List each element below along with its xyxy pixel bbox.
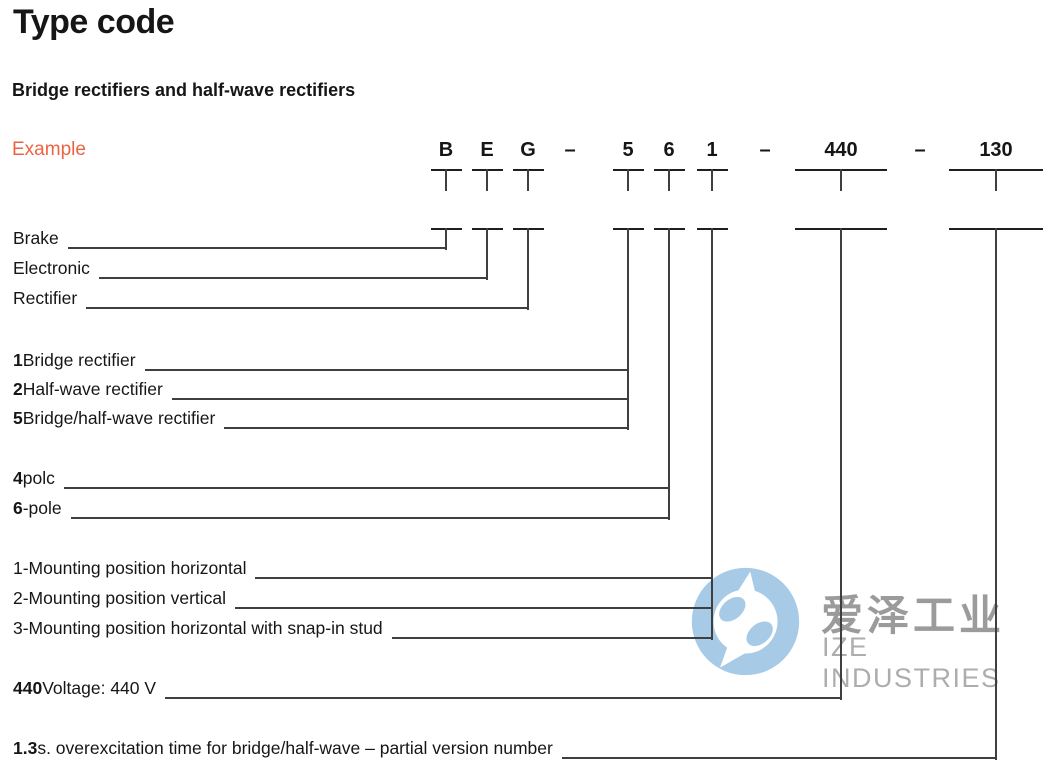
code-token-E: E xyxy=(480,139,494,161)
legend-underline xyxy=(165,697,842,699)
legend-row-5: 2 Half-wave rectifier xyxy=(13,379,629,400)
legend-underline xyxy=(255,577,713,579)
code-token-1: 1 xyxy=(706,139,718,161)
legend-text: 1-Mounting position horizontal xyxy=(13,558,247,578)
tick-stem-E xyxy=(486,169,488,191)
connector-stem-6 xyxy=(668,228,670,520)
tick-stem-6 xyxy=(668,169,670,191)
legend-row-8: 6-pole xyxy=(13,498,670,519)
legend-row-1: Brake xyxy=(13,228,447,249)
connector-stem-440 xyxy=(840,228,842,700)
legend-text: Electronic xyxy=(13,258,90,278)
ize-logo-icon xyxy=(691,567,800,676)
legend-text: -pole xyxy=(22,498,62,518)
legend-text: polc xyxy=(22,468,55,488)
connector-stem-1 xyxy=(711,228,713,640)
legend-underline xyxy=(235,607,713,609)
code-token-d1: – xyxy=(564,139,576,161)
legend-key: 440 xyxy=(13,678,43,698)
page-subtitle: Bridge rectifiers and half-wave rectifie… xyxy=(12,80,356,100)
code-token-G: G xyxy=(520,139,536,161)
tick-stem-1 xyxy=(711,169,713,191)
legend-row-7: 4 polc xyxy=(13,468,670,489)
connector-stem-5 xyxy=(627,228,629,430)
watermark-latin-text: IZE INDUSTRIES xyxy=(822,632,1001,693)
legend-underline xyxy=(98,277,488,279)
legend-text: 2-Mounting position vertical xyxy=(13,588,227,608)
code-token-d3: – xyxy=(914,139,926,161)
legend-underline xyxy=(70,517,670,519)
legend-row-10: 2-Mounting position vertical xyxy=(13,588,713,609)
legend-underline xyxy=(224,427,629,429)
legend-underline xyxy=(67,247,447,249)
code-token-130: 130 xyxy=(979,139,1013,161)
connector-stem-B xyxy=(445,228,447,250)
legend-key: 6 xyxy=(13,498,23,518)
code-token-5: 5 xyxy=(622,139,634,161)
page-title: Type code xyxy=(13,3,175,41)
legend-row-9: 1-Mounting position horizontal xyxy=(13,558,713,579)
tick-stem-130 xyxy=(995,169,997,191)
legend-key: 5 xyxy=(13,408,23,428)
legend-text: Bridge rectifier xyxy=(22,350,136,370)
tick-stem-5 xyxy=(627,169,629,191)
legend-underline xyxy=(86,307,529,309)
legend-underline xyxy=(63,487,670,489)
legend-key: 2 xyxy=(13,379,23,399)
tick-stem-G xyxy=(527,169,529,191)
connector-stem-130 xyxy=(995,228,997,760)
legend-row-6: 5 Bridge/half-wave rectifier xyxy=(13,408,629,429)
legend-row-12: 440 Voltage: 440 V xyxy=(13,678,842,699)
tick-stem-440 xyxy=(840,169,842,191)
legend-text: 3-Mounting position horizontal with snap… xyxy=(13,618,383,638)
legend-underline xyxy=(171,398,629,400)
code-token-B: B xyxy=(438,139,454,161)
legend-row-11: 3-Mounting position horizontal with snap… xyxy=(13,618,713,639)
legend-row-13: 1.3 s. overexcitation time for bridge/ha… xyxy=(13,738,997,759)
legend-key: 1 xyxy=(13,350,23,370)
legend-underline xyxy=(391,637,713,639)
watermark-cjk-text: 爱泽工业 xyxy=(821,591,1006,640)
connector-stem-E xyxy=(486,228,488,280)
legend-row-2: Electronic xyxy=(13,258,488,279)
legend-row-4: 1 Bridge rectifier xyxy=(13,350,629,371)
legend-text: Half-wave rectifier xyxy=(22,379,163,399)
legend-text: Brake xyxy=(13,228,59,248)
legend-text: s. overexcitation time for bridge/half-w… xyxy=(37,738,553,758)
example-label: Example xyxy=(12,139,86,160)
legend-text: Bridge/half-wave rectifier xyxy=(22,408,216,428)
connector-stem-G xyxy=(527,228,529,310)
legend-underline xyxy=(144,369,629,371)
legend-key: 1.3 xyxy=(13,738,38,758)
legend-row-3: Rectifier xyxy=(13,288,529,309)
code-token-440: 440 xyxy=(824,139,858,161)
code-token-6: 6 xyxy=(663,139,675,161)
legend-key: 4 xyxy=(13,468,23,488)
legend-underline xyxy=(561,757,997,759)
code-token-d2: – xyxy=(759,139,771,161)
legend-text: Voltage: 440 V xyxy=(42,678,157,698)
legend-text: Rectifier xyxy=(13,288,78,308)
tick-stem-B xyxy=(445,169,447,191)
